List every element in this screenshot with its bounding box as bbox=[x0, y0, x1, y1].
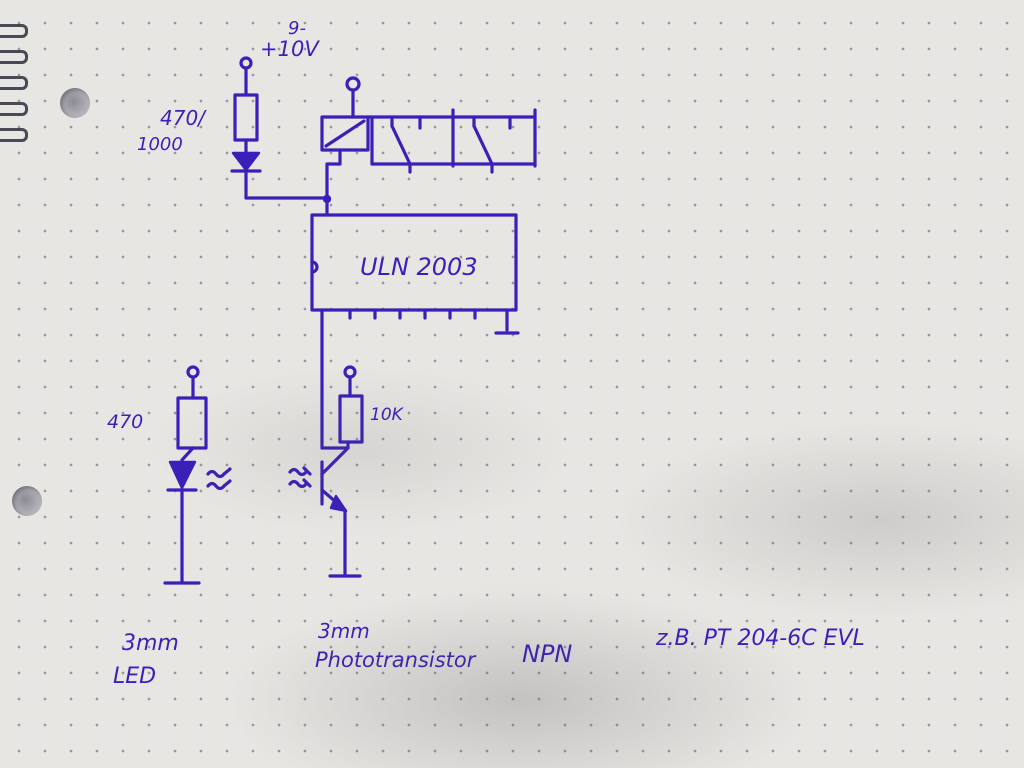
spiral-ring bbox=[0, 50, 28, 64]
relay-contacts bbox=[366, 108, 537, 174]
light-arrows-out-icon bbox=[206, 467, 232, 491]
resistor-value-label-alt: 1000 bbox=[137, 134, 183, 155]
phototransistor-supply-terminal bbox=[343, 365, 357, 398]
resistor-10k bbox=[338, 394, 364, 444]
transistor-type-label: NPN bbox=[522, 640, 572, 668]
wire bbox=[180, 446, 195, 462]
supply-terminal-top bbox=[239, 56, 253, 97]
spiral-ring bbox=[0, 128, 28, 142]
relay-coil bbox=[320, 115, 370, 152]
resistor-value-label: 470/ bbox=[160, 106, 207, 130]
ic-label: ULN 2003 bbox=[360, 253, 478, 281]
led-resistor-label: 470 bbox=[107, 411, 143, 433]
punch-hole bbox=[60, 88, 90, 118]
light-arrows-in-icon bbox=[288, 466, 312, 489]
spiral-ring bbox=[0, 102, 28, 116]
spiral-ring bbox=[0, 24, 28, 38]
phototransistor-size-label: 3mm bbox=[318, 619, 370, 643]
led-size-label: 3mm bbox=[122, 631, 179, 656]
phototransistor-resistor-label: 10K bbox=[370, 405, 405, 425]
example-part-label: z.B. PT 204-6C EVL bbox=[655, 626, 865, 651]
wire-coil-to-ic bbox=[325, 148, 342, 200]
resistor-470-1000 bbox=[233, 93, 259, 142]
emitter-led bbox=[163, 460, 201, 585]
led-name-label: LED bbox=[113, 664, 156, 689]
relay-supply-terminal bbox=[345, 76, 361, 119]
spiral-ring bbox=[0, 76, 28, 90]
led-indicator-top bbox=[230, 151, 262, 173]
punch-hole bbox=[12, 486, 42, 516]
uln2003-chip bbox=[310, 197, 520, 335]
supply-voltage-label-top: 9- bbox=[288, 18, 306, 39]
supply-voltage-label: +10V bbox=[260, 37, 320, 61]
wire-led-to-com bbox=[244, 169, 330, 200]
led-supply-terminal bbox=[186, 365, 200, 400]
resistor-470 bbox=[176, 396, 208, 450]
phototransistor bbox=[320, 446, 362, 578]
phototransistor-name-label: Phototransistor bbox=[315, 648, 477, 672]
